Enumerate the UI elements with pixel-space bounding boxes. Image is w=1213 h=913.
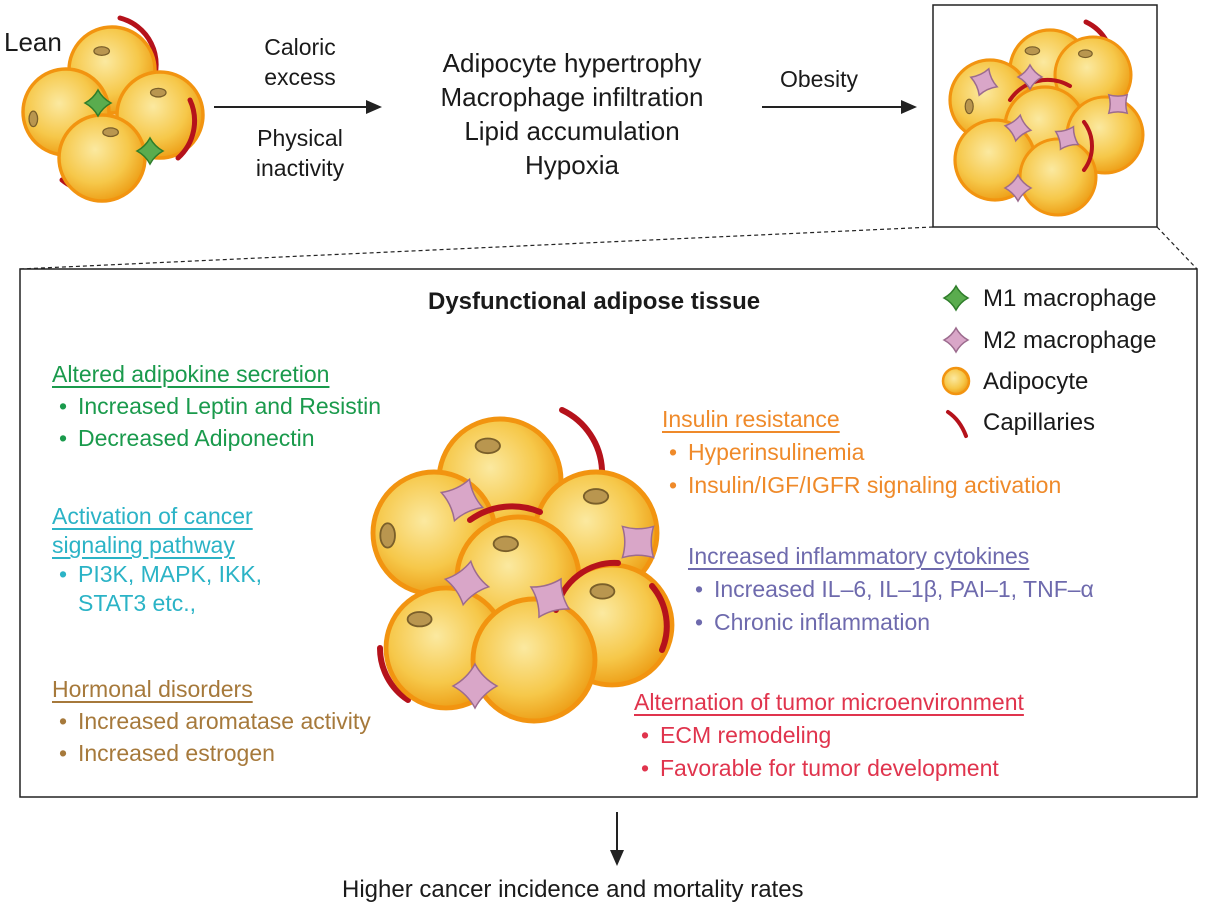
dysfunctional-tissue-illustration [373, 407, 672, 721]
group-tumor-item: ECM remodeling [634, 719, 1024, 752]
group-insulin-title: Insulin resistance [662, 406, 840, 432]
m2-macrophage-icon [1054, 125, 1080, 151]
group-tumor-item: Favorable for tumor development [634, 752, 1024, 785]
group-cytokines: Increased inflammatory cytokines Increas… [688, 540, 1094, 639]
legend-m1-label: M1 macrophage [983, 285, 1157, 312]
group-cytokines-item: Increased IL–6, IL–1β, PAI–1, TNF–α [688, 573, 1094, 606]
group-insulin-item: Hyperinsulinemia [662, 436, 1061, 469]
m1-macrophage-icon [942, 284, 970, 312]
change-hypoxia: Hypoxia [525, 150, 619, 180]
arrow-to-obese-tissue [762, 100, 917, 114]
legend-icons [941, 284, 971, 438]
legend-m2-label: M2 macrophage [983, 327, 1157, 354]
m2-macrophage-icon [1003, 113, 1033, 143]
group-tumor: Alternation of tumor microenvironment EC… [634, 686, 1024, 785]
group-insulin-item: Insulin/IGF/IGFR signaling activation [662, 469, 1061, 502]
legend-adipocyte-label: Adipocyte [983, 368, 1089, 395]
m1-macrophage-icon [83, 88, 113, 118]
m2-macrophage-icon [443, 559, 491, 607]
group-hormonal-title: Hormonal disorders [52, 676, 253, 702]
lean-tissue-illustration [21, 15, 205, 203]
group-adipokine-item: Decreased Adiponectin [52, 422, 381, 454]
zoom-line-right [1156, 226, 1198, 270]
group-hormonal-item: Increased aromatase activity [52, 705, 371, 737]
group-signaling: Activation of cancer signaling pathway P… [52, 502, 262, 618]
group-tumor-title: Alternation of tumor microenvironment [634, 689, 1024, 715]
obesity-frame [932, 4, 1158, 228]
group-adipokine-item: Increased Leptin and Resistin [52, 390, 381, 422]
macrophage-layer [83, 63, 1129, 710]
m2-macrophage-icon [1003, 173, 1033, 203]
legend-capillaries-label: Capillaries [983, 409, 1096, 436]
obesity-label: Obesity [780, 66, 858, 92]
obese-tissue-illustration [948, 19, 1145, 217]
group-signaling-item-cont: STAT3 etc., [78, 590, 197, 616]
capillary-icon [946, 410, 968, 438]
m2-macrophage-icon [451, 662, 499, 710]
zoom-line-left [19, 226, 934, 270]
group-signaling-title-line2: signaling pathway [52, 532, 235, 558]
lean-label: Lean [4, 27, 62, 57]
group-signaling-item: PI3K, MAPK, IKK, [52, 560, 262, 589]
group-adipokine: Altered adipokine secretion Increased Le… [52, 358, 381, 454]
m2-macrophage-icon [529, 577, 571, 619]
m2-macrophage-icon [439, 477, 485, 523]
m2-macrophage-icon [942, 326, 970, 354]
group-cytokines-title: Increased inflammatory cytokines [688, 543, 1030, 569]
arrow-to-outcome [610, 812, 624, 866]
panel-title: Dysfunctional adipose tissue [428, 288, 761, 315]
group-adipokine-title: Altered adipokine secretion [52, 361, 330, 387]
change-hypertrophy: Adipocyte hypertrophy [442, 48, 702, 78]
m2-macrophage-icon [1016, 63, 1044, 91]
change-lipid-accumulation: Lipid accumulation [464, 116, 680, 146]
outcome-text: Higher cancer incidence and mortality ra… [342, 876, 804, 903]
group-cytokines-item: Chronic inflammation [688, 606, 1094, 639]
group-signaling-title-line1: Activation of cancer [52, 503, 253, 529]
m2-macrophage-icon [621, 525, 655, 559]
group-insulin: Insulin resistance Hyperinsulinemia Insu… [662, 403, 1061, 502]
adipocyte-icon [941, 366, 971, 396]
group-hormonal: Hormonal disorders Increased aromatase a… [52, 673, 371, 769]
panel-frame [19, 268, 1198, 798]
change-macrophage-infiltration: Macrophage infiltration [440, 82, 704, 112]
obesity-changes-list: Adipocyte hypertrophy Macrophage infiltr… [402, 46, 742, 182]
m1-macrophage-icon [135, 136, 165, 166]
group-hormonal-item: Increased estrogen [52, 737, 371, 769]
m2-macrophage-icon [969, 67, 999, 97]
arrow-lean-to-obesity [214, 100, 382, 114]
